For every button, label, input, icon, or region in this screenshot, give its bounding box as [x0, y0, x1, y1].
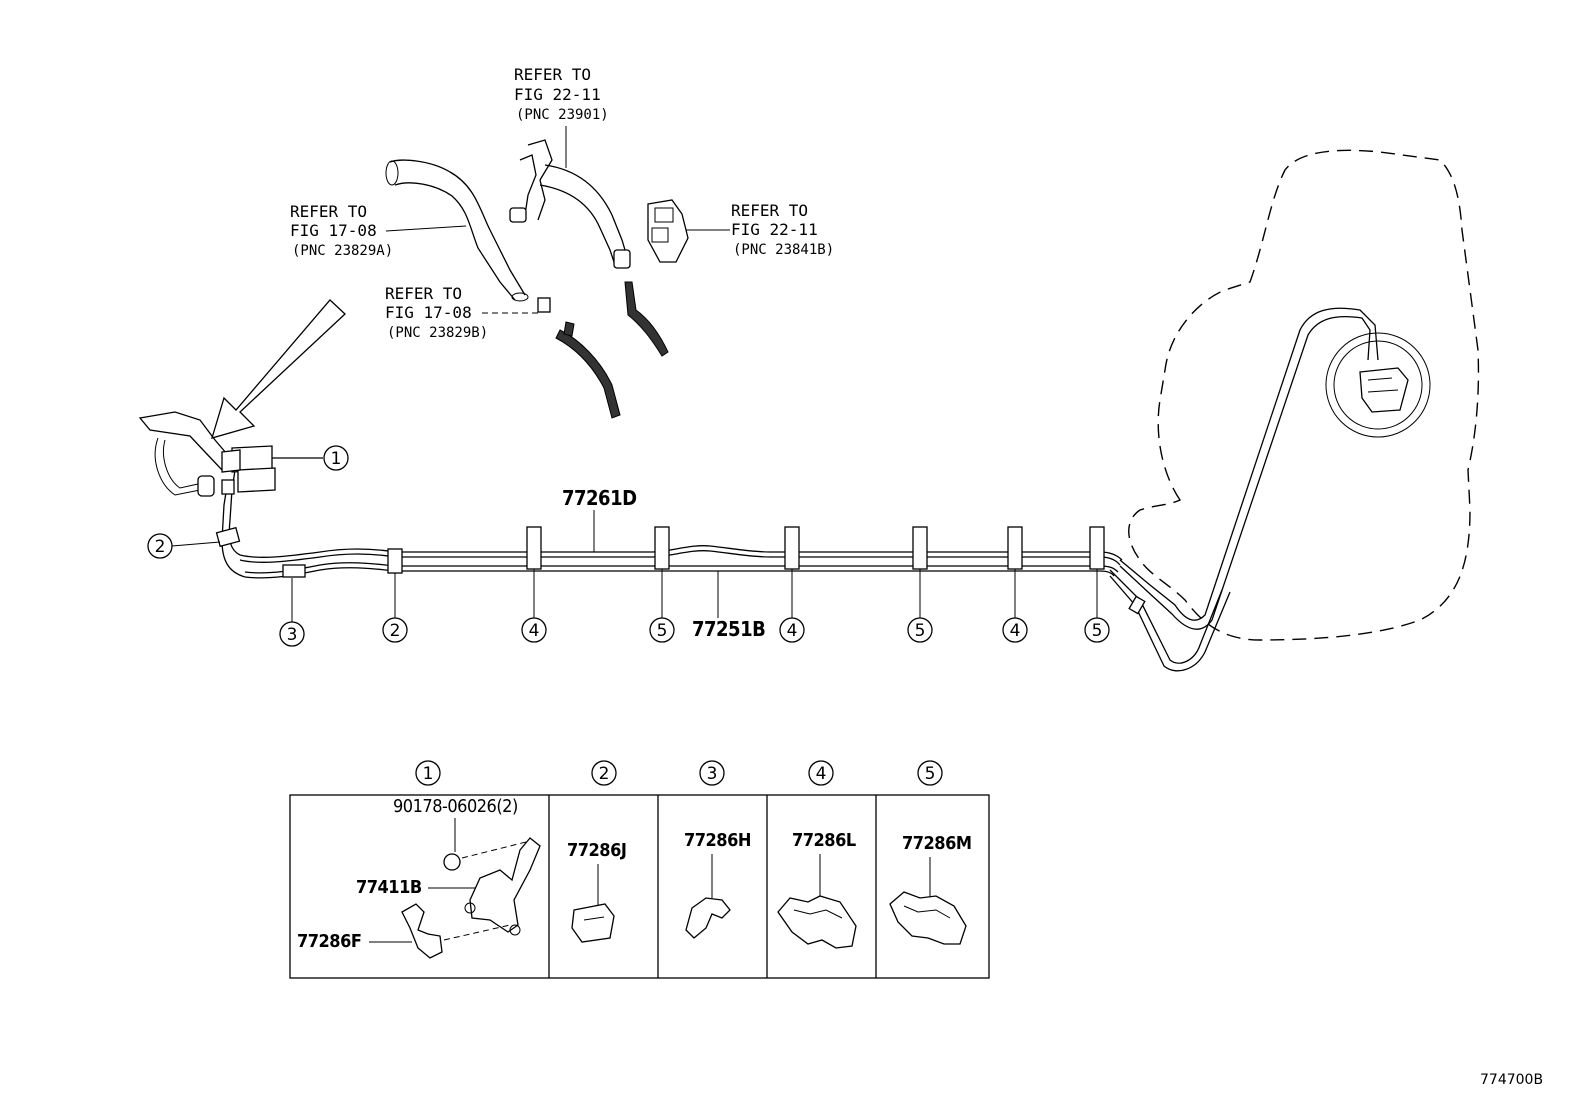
ref-line-2: FIG 22-11 — [514, 85, 601, 104]
svg-text:5: 5 — [657, 621, 668, 641]
fuel-tank-outline — [1128, 149, 1480, 641]
table-cell-5: 77286M — [889, 833, 972, 945]
ref-line-2: FIG 17-08 — [385, 303, 472, 322]
svg-text:2: 2 — [155, 537, 166, 557]
svg-text:4: 4 — [816, 764, 827, 784]
callout-2-left: 2 — [147, 533, 221, 559]
tank-feed-tubes — [1109, 307, 1379, 672]
table-cell-4: 77286L — [777, 830, 857, 949]
table-header-2: 2 — [591, 760, 617, 786]
clamp-part-number: 77286M — [902, 833, 971, 854]
callout-5: 5 — [907, 569, 933, 643]
tube-lower-label: 77251B — [692, 617, 765, 641]
filter-connection-assembly — [138, 411, 323, 497]
tube-part-labels: 77261D 77251B — [562, 486, 766, 641]
refer-to-fig-22-11-b: REFER TO FIG 22-11 (PNC 23841B) — [686, 201, 834, 258]
bolt-part-number: 90178-06026(2) — [393, 796, 518, 817]
callouts-main: 1 2 3 2 4 5 4 — [147, 445, 1110, 647]
svg-text:2: 2 — [599, 764, 610, 784]
callout-3: 3 — [279, 578, 305, 647]
table-header-1: 1 — [415, 760, 441, 786]
svg-text:3: 3 — [707, 764, 718, 784]
table-cell-3: 77286H — [684, 830, 751, 939]
clamp-detail-table: 1 2 3 4 5 90178-06026(2) 77411B — [289, 760, 990, 979]
table-header-3: 3 — [699, 760, 725, 786]
ref-line-3: (PNC 23901) — [516, 107, 609, 123]
table-header-4: 4 — [808, 760, 834, 786]
svg-text:4: 4 — [787, 621, 798, 641]
clamp-part-number: 77286L — [792, 830, 856, 851]
callout-4: 4 — [521, 569, 547, 643]
upper-hoses — [385, 139, 689, 419]
callout-5: 5 — [1084, 569, 1110, 643]
svg-text:5: 5 — [1092, 621, 1103, 641]
ref-line-1: REFER TO — [731, 201, 808, 220]
callout-4: 4 — [779, 569, 805, 643]
ref-line-1: REFER TO — [385, 284, 462, 303]
table-header-5: 5 — [917, 760, 943, 786]
ref-line-3: (PNC 23829A) — [292, 243, 393, 259]
clamp-part-number: 77286H — [684, 830, 751, 851]
clamp-part-number: 77286J — [567, 840, 626, 861]
figure-id: 774700B — [1480, 1072, 1543, 1088]
tube-clamps — [215, 526, 1105, 578]
callout-5: 5 — [649, 569, 675, 643]
svg-text:1: 1 — [331, 449, 342, 469]
callout-1: 1 — [323, 445, 349, 471]
refer-to-fig-17-08-a: REFER TO FIG 17-08 (PNC 23829A) — [290, 202, 467, 259]
refer-to-fig-17-08-b: REFER TO FIG 17-08 (PNC 23829B) — [385, 284, 538, 341]
callout-2: 2 — [382, 573, 408, 643]
bracket-part-number: 77411B — [356, 877, 422, 898]
ref-line-3: (PNC 23841B) — [733, 242, 834, 258]
callout-4: 4 — [1002, 569, 1028, 643]
main-tube-bundle — [221, 469, 1123, 579]
svg-text:1: 1 — [423, 764, 434, 784]
svg-text:4: 4 — [529, 621, 540, 641]
tube-upper-label: 77261D — [562, 486, 637, 510]
svg-text:4: 4 — [1010, 621, 1021, 641]
ref-line-3: (PNC 23829B) — [387, 325, 488, 341]
ref-line-2: FIG 17-08 — [290, 221, 377, 240]
clamp-part-number: 77286F — [297, 931, 361, 952]
svg-text:5: 5 — [925, 764, 936, 784]
svg-text:5: 5 — [915, 621, 926, 641]
ref-line-2: FIG 22-11 — [731, 220, 818, 239]
refer-to-fig-22-11-a: REFER TO FIG 22-11 (PNC 23901) — [514, 65, 609, 168]
svg-text:2: 2 — [390, 621, 401, 641]
view-direction-arrow — [211, 299, 346, 439]
table-cell-1: 90178-06026(2) 77411B 77286F — [297, 796, 541, 959]
ref-line-1: REFER TO — [514, 65, 591, 84]
ref-line-1: REFER TO — [290, 202, 367, 221]
svg-text:3: 3 — [287, 625, 298, 645]
table-cell-2: 77286J — [567, 840, 627, 943]
